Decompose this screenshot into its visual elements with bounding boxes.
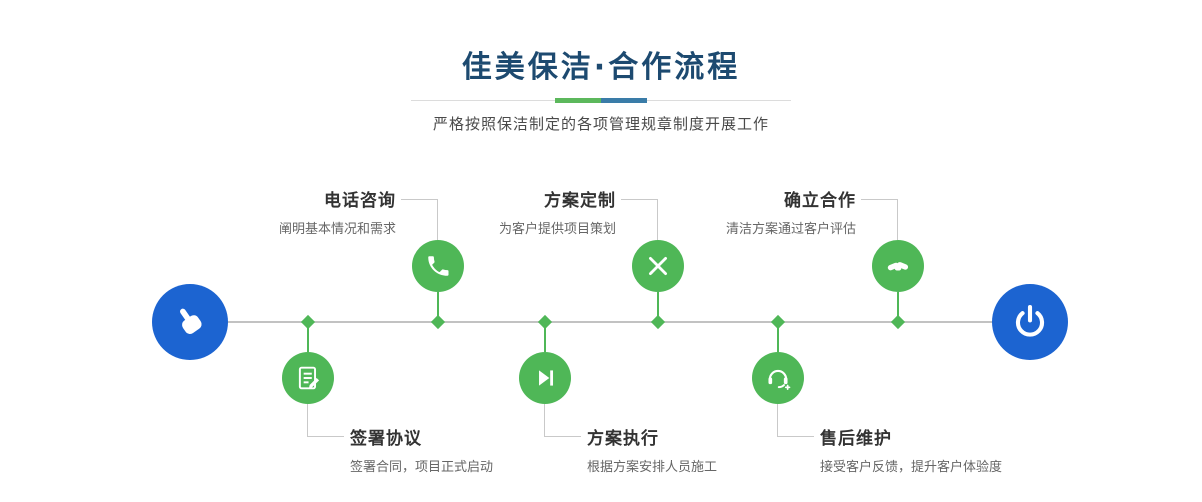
pointing-hand-icon	[180, 308, 202, 334]
step-label-connector	[544, 404, 581, 437]
step-connector-stub	[657, 292, 659, 322]
start-node	[152, 284, 228, 360]
step-desc: 清洁方案通过客户评估	[725, 222, 856, 237]
step-desc: 签署合同，项目正式启动	[350, 460, 494, 475]
step-label-design: 方案定制 为客户提供项目策划	[381, 186, 616, 237]
step-label-contract: 签署协议 签署合同，项目正式启动	[350, 424, 630, 475]
end-node	[992, 284, 1068, 360]
design-icon	[649, 257, 667, 275]
step-node-contract	[282, 352, 334, 404]
page-subtitle: 严格按照保洁制定的各项管理规章制度开展工作	[432, 115, 769, 133]
title-divider	[411, 98, 791, 104]
timeline-line	[190, 321, 1030, 323]
step-title: 方案定制	[544, 191, 616, 211]
step-connector-stub	[307, 323, 309, 352]
step-node-execution	[519, 352, 571, 404]
step-connector-stub	[777, 323, 779, 352]
phone-icon	[428, 256, 449, 276]
step-node-phone	[412, 240, 464, 292]
step-label-connector	[401, 199, 438, 240]
step-connector-stub	[897, 292, 899, 322]
power-icon	[1015, 305, 1045, 337]
step-title: 售后维护	[820, 429, 892, 449]
headset-icon	[768, 369, 791, 391]
page-title: 佳美保洁·合作流程	[461, 50, 741, 85]
step-title: 方案执行	[587, 429, 659, 449]
step-desc: 阐明基本情况和需求	[278, 222, 396, 237]
step-node-cooperation	[872, 240, 924, 292]
handshake-icon	[887, 262, 909, 271]
contract-icon	[298, 366, 320, 390]
step-title: 电话咨询	[324, 191, 396, 211]
step-label-connector	[307, 404, 344, 437]
play-icon	[539, 370, 554, 386]
step-label-connector	[621, 199, 658, 240]
step-node-design	[632, 240, 684, 292]
step-desc: 根据方案安排人员施工	[587, 460, 718, 475]
step-desc: 为客户提供项目策划	[498, 222, 616, 237]
step-label-connector	[777, 404, 814, 437]
header: 佳美保洁·合作流程 严格按照保洁制定的各项管理规章制度开展工作	[0, 0, 1202, 134]
step-connector-stub	[544, 323, 546, 352]
step-label-connector	[861, 199, 898, 240]
step-node-aftersales	[752, 352, 804, 404]
step-title: 确立合作	[784, 191, 856, 211]
divider-accent	[555, 98, 647, 103]
step-connector-stub	[437, 292, 439, 322]
step-label-phone: 电话咨询 阐明基本情况和需求	[161, 186, 396, 237]
step-label-aftersales: 售后维护 接受客户反馈，提升客户体验度	[820, 424, 1100, 475]
step-label-execution: 方案执行 根据方案安排人员施工	[587, 424, 867, 475]
step-desc: 接受客户反馈，提升客户体验度	[820, 460, 1003, 475]
step-title: 签署协议	[350, 429, 422, 449]
step-label-cooperation: 确立合作 清洁方案通过客户评估	[621, 186, 856, 237]
